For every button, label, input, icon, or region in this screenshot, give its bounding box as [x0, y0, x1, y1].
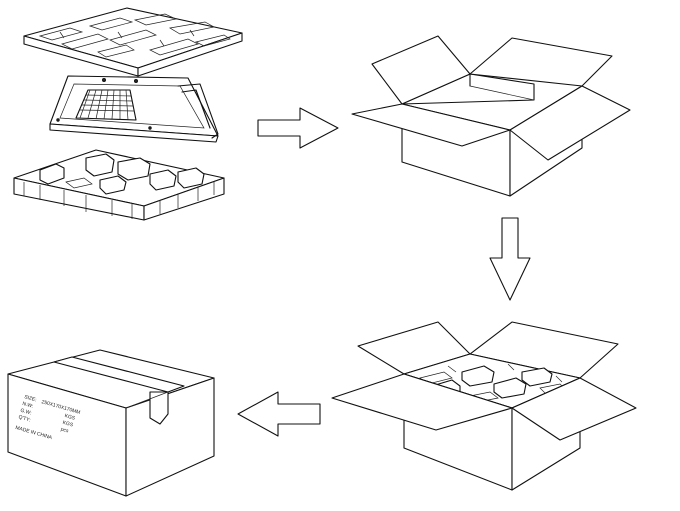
packing-tape — [53, 356, 185, 393]
label-size: SIZE: — [23, 394, 37, 403]
label-qty-value: pcs — [60, 426, 70, 434]
sealed-carton — [7, 349, 215, 497]
top-foam-tray — [23, 7, 243, 77]
label-gw-value: KGS — [62, 420, 74, 429]
heatsink-fins — [79, 89, 135, 121]
arrow-right — [257, 107, 339, 149]
packed-carton — [331, 321, 637, 491]
arrow-left — [237, 391, 321, 437]
bottom-foam-tray — [13, 149, 225, 221]
arrow-down — [489, 217, 531, 301]
floodlight-fixture — [49, 75, 219, 143]
label-nw-value: KGS — [64, 413, 76, 422]
open-carton — [351, 35, 631, 197]
label-qty: Q'TY: — [18, 414, 32, 423]
label-gw: G.W: — [20, 408, 33, 417]
label-nw: N.W: — [22, 401, 34, 410]
